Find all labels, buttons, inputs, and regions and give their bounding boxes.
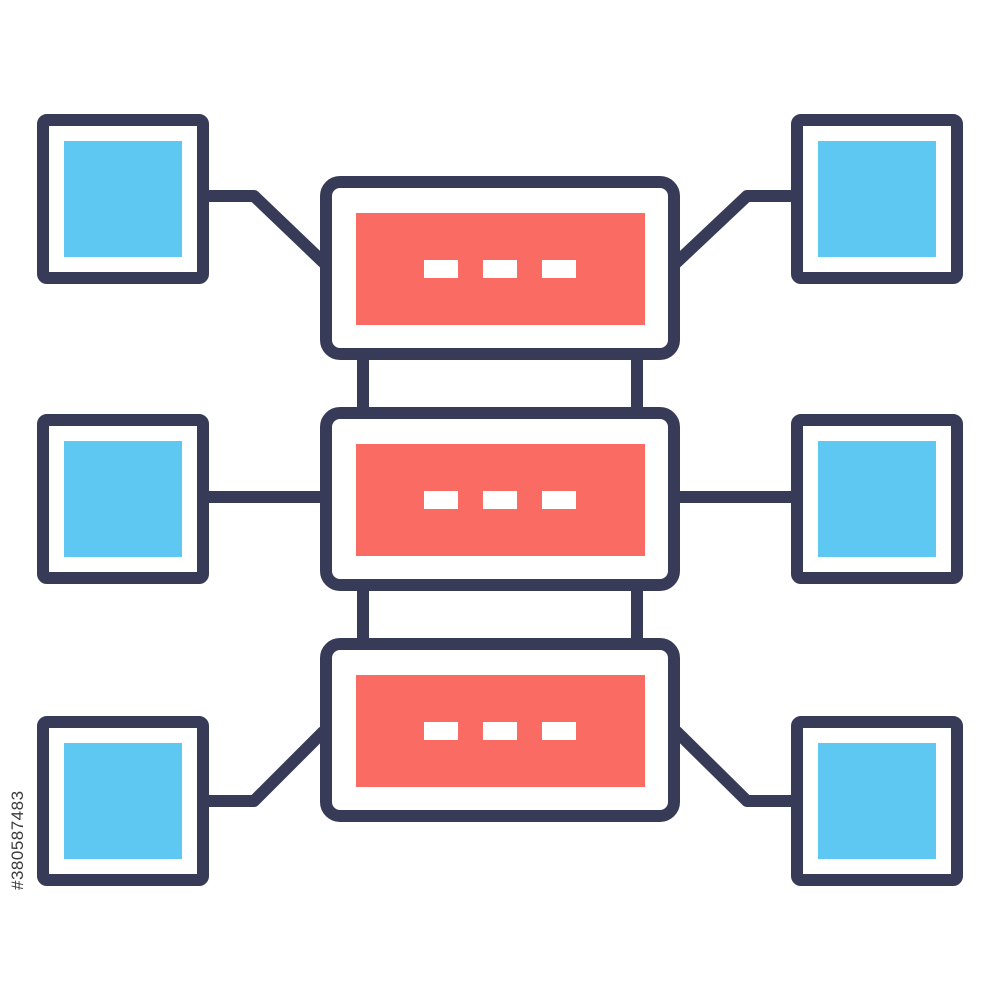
connector-bottom-left [201,726,329,807]
node-top-left [37,114,209,284]
node-middle-left [37,414,209,584]
connector-top-right [671,190,799,268]
server-unit-top-led-3 [542,260,576,278]
node-bottom-right [791,716,963,886]
server-unit-top-led-1 [424,260,458,278]
node-middle-right [791,414,963,584]
connector-top-left [201,190,329,268]
server-unit-bottom-led-3 [542,722,576,740]
server-unit-bottom-led-1 [424,722,458,740]
node-bottom-right-screen [818,743,936,859]
server-unit-top-led-2 [483,260,517,278]
server-unit-middle [320,407,680,591]
node-middle-right-screen [818,441,936,557]
stock-id-watermark: #380587483 [8,790,27,890]
node-middle-left-screen [64,441,182,557]
node-bottom-left [37,716,209,886]
connector-bottom-right [671,726,799,807]
server-unit-middle-led-1 [424,491,458,509]
server-unit-bottom [320,638,680,822]
node-top-right [791,114,963,284]
server-unit-middle-led-3 [542,491,576,509]
server-unit-middle-led-2 [483,491,517,509]
server-unit-top [320,176,680,360]
node-top-right-screen [818,141,936,257]
node-bottom-left-screen [64,743,182,859]
node-top-left-screen [64,141,182,257]
server-unit-bottom-led-2 [483,722,517,740]
